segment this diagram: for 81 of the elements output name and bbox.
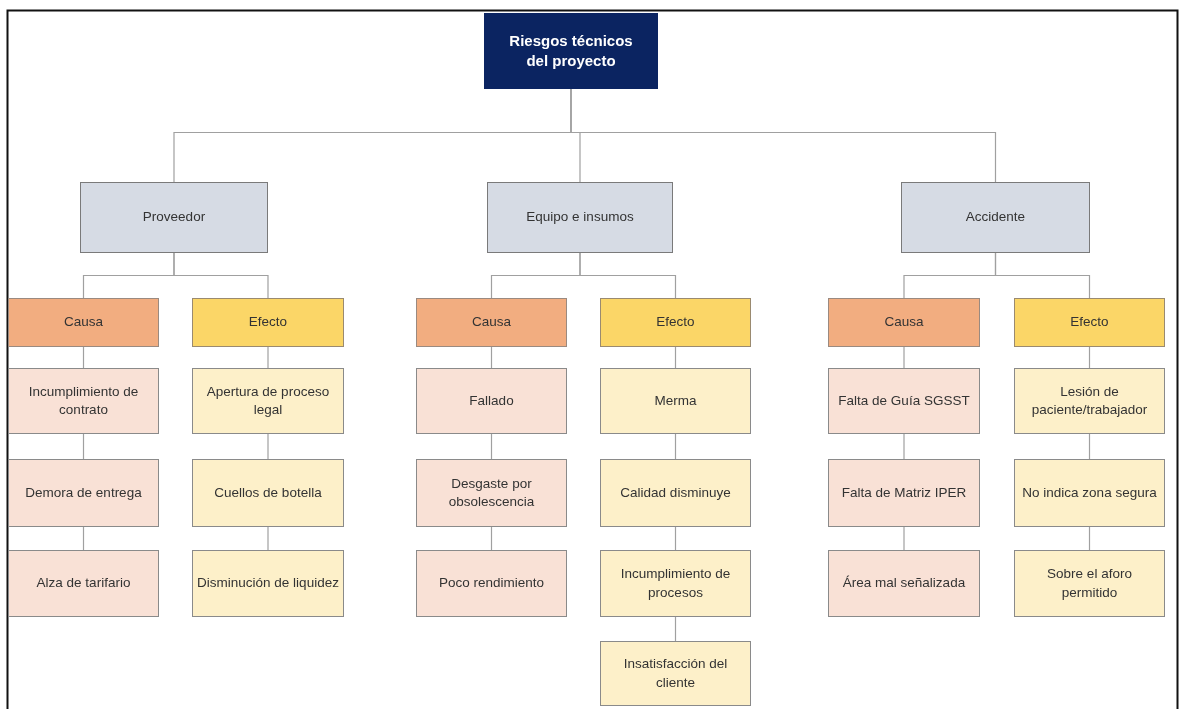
node-label: Apertura de proceso legal: [205, 382, 331, 419]
node-label: Incumplimiento de contrato: [27, 382, 140, 419]
node-label: Incumplimiento de procesos: [619, 565, 732, 602]
connector-line: [674, 616, 677, 642]
cause-item-box: [8, 550, 159, 617]
node-label: Equipo e insumos: [526, 208, 634, 227]
cause-header-box: [8, 298, 159, 347]
cause-header-box: [828, 298, 980, 347]
node-label: Merma: [654, 391, 697, 410]
cause-item-box: [8, 368, 159, 434]
connector-line: [674, 346, 677, 369]
cause-item-box: [828, 368, 980, 434]
node-label: Disminución de liquidez: [197, 574, 339, 593]
connector-line: [903, 433, 905, 460]
node-label: Riesgos técnicos del proyecto: [509, 30, 633, 71]
connector-line: [173, 252, 269, 299]
node-label: Área mal señalizada: [842, 574, 966, 593]
node-label: Proveedor: [142, 208, 206, 227]
connector-line: [267, 526, 269, 551]
connector-line: [82, 346, 85, 369]
root-box: [484, 13, 658, 89]
cause-item-box: [416, 368, 567, 434]
effect-header-box: [600, 298, 751, 347]
effect-item-box: [1014, 550, 1165, 617]
node-label: Falta de Matriz IPER: [841, 483, 967, 502]
node-label: Desgaste por obsolescencia: [447, 474, 536, 511]
connector-line: [903, 526, 905, 551]
connector-line: [82, 433, 85, 460]
node-label: Causa: [64, 313, 103, 332]
node-label: Sobre el aforo permitido: [1046, 565, 1133, 602]
node-label: Efecto: [248, 313, 288, 332]
node-label: No indica zona segura: [1022, 483, 1157, 502]
node-label: Demora de entrega: [25, 483, 142, 502]
connector-line: [490, 433, 493, 460]
node-label: Lesión de paciente/trabajador: [1030, 382, 1149, 419]
effect-item-box: [600, 550, 751, 617]
connector-line: [570, 88, 997, 183]
node-label: Causa: [884, 313, 924, 332]
cause-header-box: [416, 298, 567, 347]
cause-item-box: [828, 550, 980, 617]
cause-item-box: [416, 459, 567, 527]
connector-line: [1088, 433, 1091, 460]
connector-line: [674, 526, 677, 551]
effect-item-box: [1014, 368, 1165, 434]
category-box: [487, 182, 673, 253]
connector-line: [903, 346, 905, 369]
connector-line: [1088, 346, 1091, 369]
effect-item-box: [600, 459, 751, 527]
connector-line: [1088, 526, 1091, 551]
node-label: Efecto: [1070, 313, 1109, 332]
node-label: Alza de tarifario: [36, 574, 131, 593]
effect-header-box: [1014, 298, 1165, 347]
node-label: Fallado: [469, 391, 514, 410]
category-box: [80, 182, 268, 253]
effect-header-box: [192, 298, 344, 347]
cause-item-box: [8, 459, 159, 527]
connector-line: [490, 346, 493, 369]
effect-item-box: [600, 368, 751, 434]
effect-item-box: [192, 550, 344, 617]
effect-item-box: [192, 368, 344, 434]
connector-line: [490, 526, 493, 551]
node-label: Accidente: [965, 208, 1026, 227]
effect-item-box: [192, 459, 344, 527]
connector-line: [267, 433, 269, 460]
cause-item-box: [416, 550, 567, 617]
connector-line: [267, 346, 269, 369]
cause-item-box: [828, 459, 980, 527]
category-box: [901, 182, 1090, 253]
node-label: Falta de Guía SGSST: [838, 391, 970, 410]
node-label: Efecto: [656, 313, 695, 332]
connector-line: [994, 252, 1091, 299]
effect-item-box: [600, 641, 751, 706]
connector-line: [82, 526, 85, 551]
effect-item-box: [1014, 459, 1165, 527]
node-label: Cuellos de botella: [214, 483, 322, 502]
connector-line: [674, 433, 677, 460]
node-label: Causa: [472, 313, 511, 332]
node-label: Calidad disminuye: [620, 483, 731, 502]
node-label: Insatisfacción del cliente: [622, 655, 729, 692]
connector-line: [579, 252, 677, 299]
node-label: Poco rendimiento: [438, 574, 545, 593]
